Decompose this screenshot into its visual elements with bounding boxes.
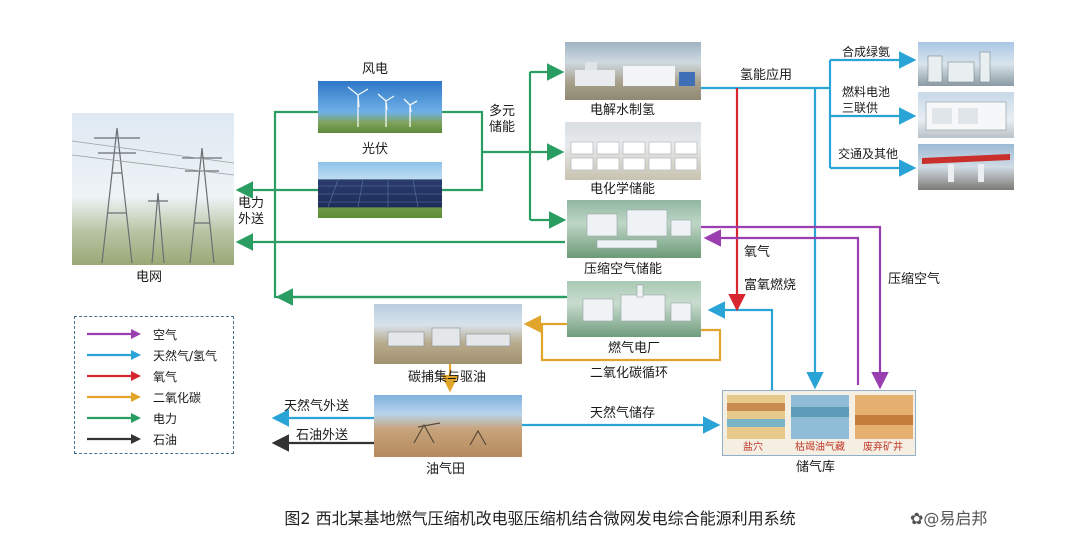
plant-icon [586,209,692,249]
capture-facility-icon [387,327,511,347]
legend-label: 氧气 [153,370,178,384]
solar-label: 光伏 [362,142,389,157]
gas-hydrogen-lines [271,51,917,434]
oil-pump-icon [413,422,487,446]
caes-image [567,200,701,258]
fuel-cell-image [918,92,1014,138]
wind-image [318,81,442,133]
oilfield-label: 油气田 [426,462,466,477]
watermark: ✿@易启邦 [910,509,988,528]
wind-turbine-icon [347,86,418,127]
air-lines [701,225,889,390]
gas-storage-flow-label: 天然气储存 [590,406,656,421]
hydrogen-app-label: 氢能应用 [740,68,793,83]
legend-label: 电力 [153,412,178,426]
wind-label: 风电 [362,62,389,77]
fuel-cell-label: 燃料电池 三联供 [842,85,891,115]
oil-export-label: 石油外送 [296,428,349,443]
battery-container-icon [570,141,698,171]
solar-panel-icon [318,179,442,208]
grid-label: 电网 [136,270,163,285]
power-lines [235,63,567,306]
electrolysis-image [565,42,701,100]
legend-swatch [87,434,141,444]
fuel-cell-icon [925,101,1007,131]
tower-icon [72,127,234,264]
solar-image [318,162,442,218]
ccus-label: 碳捕集与驱油 [408,370,487,385]
power-export-label: 电力 外送 [238,196,265,227]
gas-export-label: 天然气外送 [284,399,350,414]
legend-label: 石油 [153,433,178,447]
transport-image [918,144,1014,190]
legend-swatch [87,413,141,423]
legend-label: 空气 [153,328,178,342]
abandoned-mine-label: 废弃矿井 [863,442,903,453]
ammonia-image [918,42,1014,86]
fuel-station-icon [922,154,1010,182]
legend-swatch [87,350,141,360]
ccus-image [374,304,522,364]
transport-label: 交通及其他 [838,147,899,161]
legend-swatch [87,392,141,402]
legend-swatch [87,329,141,339]
factory-icon [575,62,695,86]
legend: 空气 天然气/氢气 氧气 二氧化碳 电力 石油 [74,316,234,454]
gas-storage-label: 储气库 [796,460,836,475]
oxyfuel-label: 富氧燃烧 [744,278,797,293]
salt-cavern-label: 盐穴 [743,442,763,453]
compressed-air-label: 压缩空气 [888,272,941,287]
electrochem-image [565,122,701,180]
co2-lines [441,315,722,393]
legend-label: 天然气/氢气 [153,349,218,363]
electrochem-label: 电化学储能 [590,182,656,197]
gas-plant-label: 燃气电厂 [608,341,661,356]
depleted-reservoir-label: 枯竭油气藏 [795,442,845,453]
underground-storage-icon [727,395,913,439]
electrolysis-label: 电解水制氢 [590,103,656,118]
chemical-plant-icon [927,51,991,83]
green-ammonia-label: 合成绿氨 [842,45,891,59]
figure-caption: 图2 西北某基地燃气压缩机改电驱压缩机结合微网发电综合能源利用系统 [284,509,796,528]
oilfield-image [374,395,522,457]
co2-cycle-label: 二氧化碳循环 [590,366,669,381]
multi-storage-label: 多元 储能 [489,104,516,135]
caes-label: 压缩空气储能 [584,262,663,277]
gas-storage-image: 盐穴 枯竭油气藏 废弃矿井 [722,390,916,456]
grid-image [72,113,234,265]
legend-label: 二氧化碳 [153,391,202,405]
legend-swatch [87,371,141,381]
oxygen-label: 氧气 [744,245,771,260]
power-plant-icon [582,284,692,322]
gas-plant-image [567,281,701,337]
